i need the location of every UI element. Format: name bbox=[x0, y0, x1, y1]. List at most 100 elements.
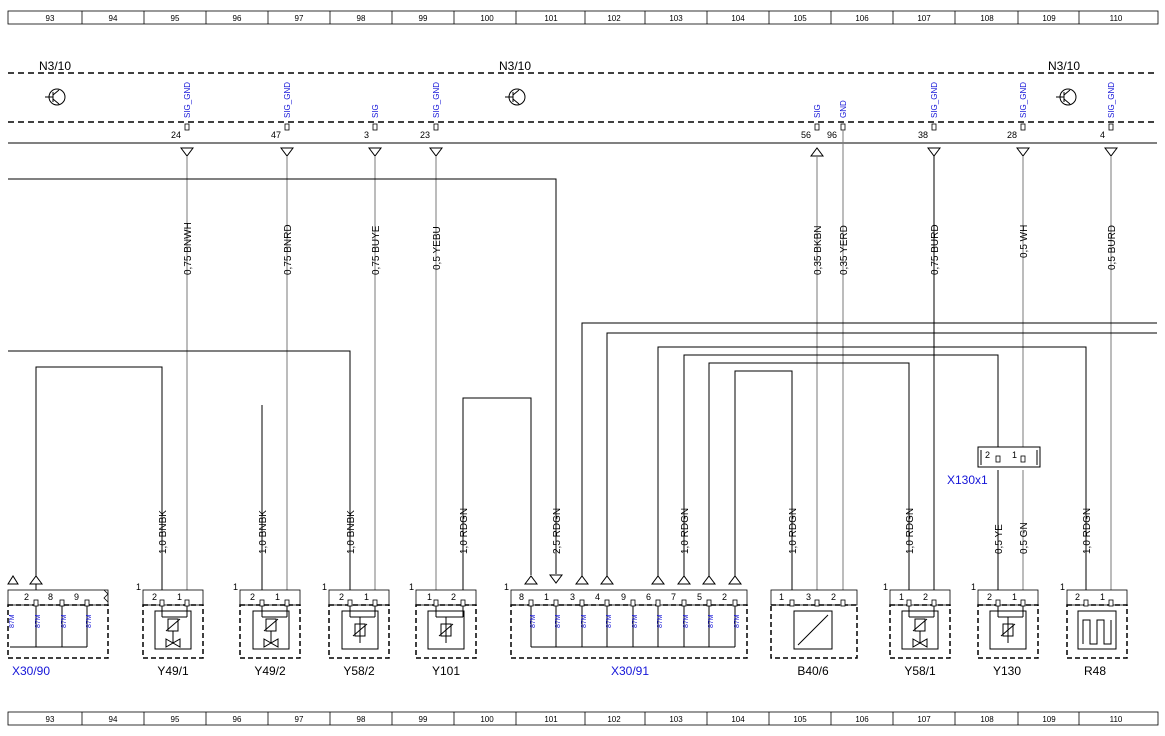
arrow-up-icon bbox=[728, 575, 742, 585]
ruler-label: 107 bbox=[917, 715, 931, 724]
wire-label: 1,0 RDGN bbox=[788, 508, 799, 554]
wire-label: 0,5 YEBU bbox=[432, 226, 443, 270]
arrow-up-icon bbox=[575, 575, 589, 585]
transistor-icon bbox=[45, 88, 66, 106]
component-r48: 1 2 1 R48 bbox=[1060, 582, 1128, 678]
ruler-label: 95 bbox=[171, 14, 180, 23]
pin-label: 87M bbox=[657, 614, 664, 628]
control-unit-label: N3/10 bbox=[499, 59, 531, 73]
pin-label: 87M bbox=[530, 614, 537, 628]
ruler-label: 102 bbox=[607, 715, 621, 724]
pin-number: 1 bbox=[779, 592, 784, 602]
wire-label: 0,35 BKBN bbox=[813, 226, 824, 275]
ruler-label: 109 bbox=[1042, 715, 1056, 724]
wires bbox=[8, 130, 1157, 590]
break-icon bbox=[103, 589, 109, 603]
ruler-label: 105 bbox=[793, 14, 807, 23]
control-unit-pin: 3 SIG bbox=[364, 104, 380, 140]
connector-x130x1: 2 1 X130x1 bbox=[947, 446, 1041, 487]
pin-number: 8 bbox=[519, 592, 524, 602]
pin-signal: SIG_GND bbox=[1019, 82, 1028, 118]
pin-number: 3 bbox=[364, 130, 369, 140]
wire-label: 1,0 RDGN bbox=[680, 508, 691, 554]
pin-number: 2 bbox=[722, 592, 727, 602]
wire-label: 1,0 BNBK bbox=[346, 510, 357, 554]
component-y58-1: 1 1 2 Y58/1 bbox=[883, 582, 951, 678]
ruler-label: 101 bbox=[544, 14, 558, 23]
pin-number: 9 bbox=[621, 592, 626, 602]
arrow-up-icon bbox=[702, 575, 716, 585]
pin-number: 7 bbox=[671, 592, 676, 602]
arrow-down-icon bbox=[927, 147, 941, 157]
pin-one: 1 bbox=[883, 582, 888, 592]
solenoid-icon bbox=[427, 606, 465, 650]
ruler-label: 100 bbox=[480, 715, 494, 724]
wire-label: 0,5 YE bbox=[994, 524, 1005, 554]
control-unit-pin: 28 SIG_GND bbox=[1007, 82, 1028, 140]
arrow-down-icon bbox=[180, 147, 194, 157]
component-label: B40/6 bbox=[797, 664, 829, 678]
wire-label: 1,0 BNBK bbox=[258, 510, 269, 554]
wire-label: 2,5 RDGN bbox=[552, 508, 563, 554]
ruler-label: 110 bbox=[1110, 715, 1123, 724]
arrow-down-icon bbox=[1016, 147, 1030, 157]
pin-number: 1 bbox=[1100, 592, 1105, 602]
pin-number: 8 bbox=[48, 592, 53, 602]
ruler-label: 93 bbox=[46, 715, 55, 724]
wire-label: 0,5 GN bbox=[1019, 522, 1030, 554]
component-y58-2: 1 2 1 Y58/2 bbox=[322, 582, 390, 678]
pin-number: 5 bbox=[697, 592, 702, 602]
control-unit-pin: 96 GND bbox=[827, 100, 848, 140]
pin-number: 2 bbox=[923, 592, 928, 602]
control-unit-pin: 4 SIG_GND bbox=[1100, 82, 1116, 140]
pin-number: 2 bbox=[451, 592, 456, 602]
lower-wire-labels: 1,0 BNBK 1,0 BNBK 1,0 BNBK 1,0 RDGN 2,5 … bbox=[158, 508, 1093, 554]
control-unit-pin: 56 SIG bbox=[801, 104, 822, 140]
wire-label: 0,5 BURD bbox=[1107, 225, 1118, 270]
pin-label: 87M bbox=[606, 614, 613, 628]
wire-label: 0,75 BNRD bbox=[283, 224, 294, 275]
pin-number: 47 bbox=[271, 130, 281, 140]
pin-signal: SIG bbox=[813, 104, 822, 118]
arrow-up-icon bbox=[29, 575, 43, 585]
arrow-down-icon bbox=[280, 147, 294, 157]
ruler-label: 94 bbox=[109, 715, 118, 724]
pin-number: 2 bbox=[985, 450, 990, 460]
pin-signal: SIG_GND bbox=[1107, 82, 1116, 118]
pin-label: 87M bbox=[683, 614, 690, 628]
ruler-label: 103 bbox=[669, 715, 683, 724]
control-unit-label: N3/10 bbox=[39, 59, 71, 73]
component-y49-2: 1 2 1 Y49/2 bbox=[233, 582, 301, 678]
connector-label: X130x1 bbox=[947, 473, 988, 487]
ruler-label: 97 bbox=[295, 715, 304, 724]
pin-label: 87M bbox=[632, 614, 639, 628]
control-unit-pin: 24 SIG_GND bbox=[171, 82, 192, 140]
arrow-down-icon bbox=[368, 147, 382, 157]
component-label: Y58/1 bbox=[904, 664, 936, 678]
pin-number: 1 bbox=[364, 592, 369, 602]
ruler-label: 94 bbox=[109, 14, 118, 23]
component-label: Y49/2 bbox=[254, 664, 286, 678]
pin-number: 56 bbox=[801, 130, 811, 140]
pin-number: 96 bbox=[827, 130, 837, 140]
pin-number: 24 bbox=[171, 130, 181, 140]
arrow-up-icon bbox=[7, 575, 19, 585]
component-y101: 1 1 2 Y101 bbox=[409, 582, 477, 678]
pin-number: 1 bbox=[1012, 592, 1017, 602]
pin-number: 6 bbox=[646, 592, 651, 602]
pin-label: 87M bbox=[35, 614, 42, 628]
pin-one: 1 bbox=[322, 582, 327, 592]
lower-arrows bbox=[7, 574, 742, 585]
pin-number: 2 bbox=[250, 592, 255, 602]
wire-label: 1,0 RDGN bbox=[905, 508, 916, 554]
control-unit-pin: 47 SIG_GND bbox=[271, 82, 292, 140]
pin-number: 1 bbox=[544, 592, 549, 602]
control-unit-pin: 38 SIG_GND bbox=[918, 82, 939, 140]
ruler-label: 106 bbox=[855, 715, 869, 724]
pin-one: 1 bbox=[504, 582, 509, 592]
component-label: Y101 bbox=[432, 664, 460, 678]
ruler-label: 104 bbox=[731, 14, 745, 23]
wire-label: 1,0 BNBK bbox=[158, 510, 169, 554]
pin-number: 2 bbox=[831, 592, 836, 602]
